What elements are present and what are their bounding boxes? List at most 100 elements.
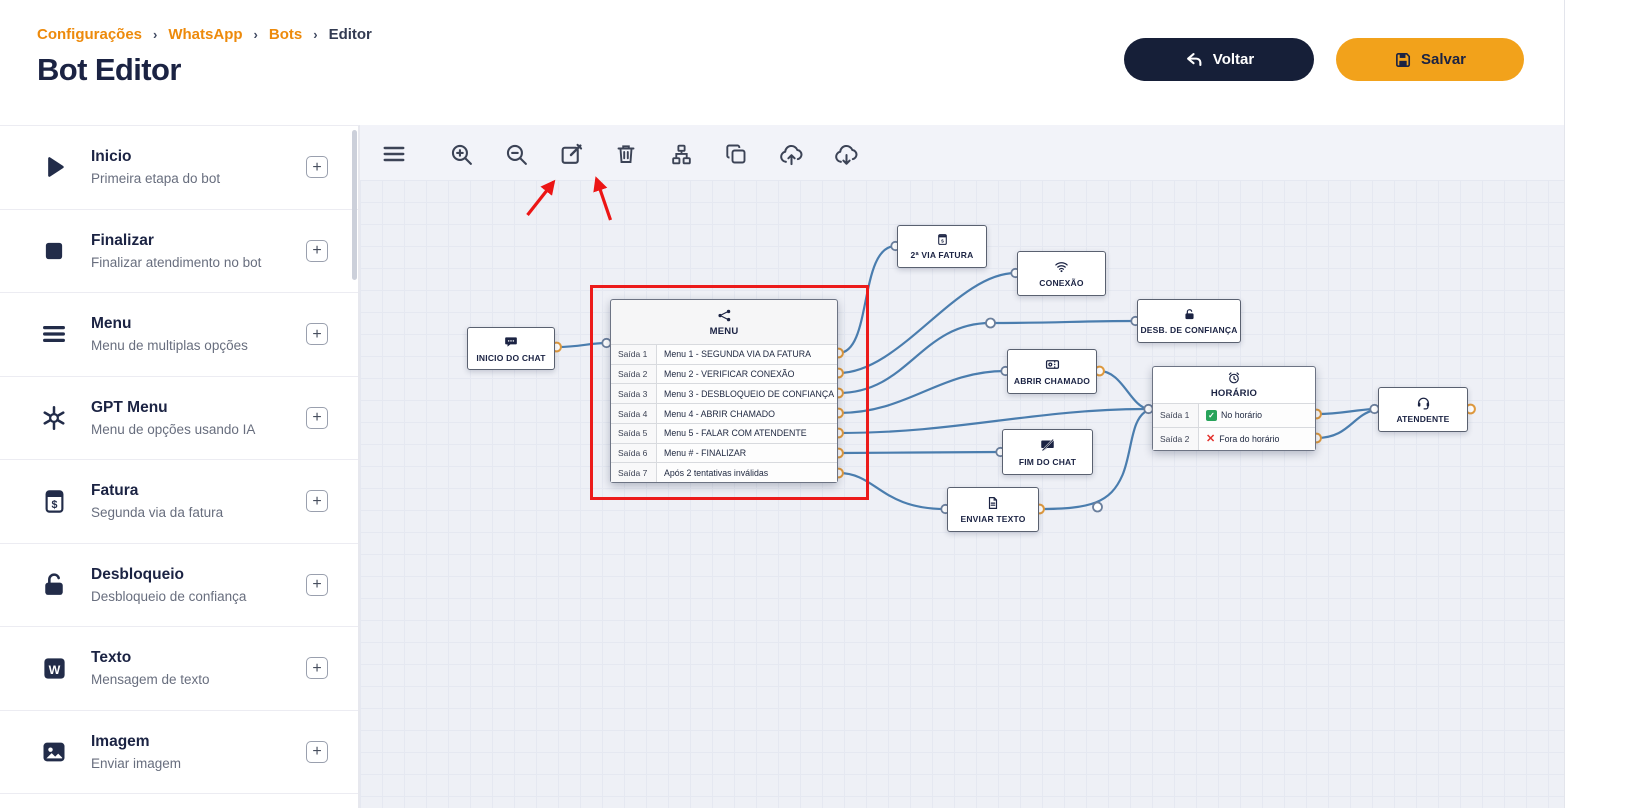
add-node-button[interactable]: + [306, 740, 328, 763]
sidebar-item-gpt-menu[interactable]: GPT Menu Menu de opções usando IA + [0, 377, 358, 460]
add-node-button[interactable]: + [306, 239, 328, 262]
add-node-button[interactable]: + [306, 573, 328, 596]
ticket-icon [1045, 357, 1060, 372]
invoice-icon: $ [37, 488, 71, 515]
svg-text:$: $ [941, 239, 944, 245]
sidebar-item-texto[interactable]: W Texto Mensagem de texto + [0, 627, 358, 711]
breadcrumb-bots[interactable]: Bots [268, 26, 303, 43]
sidebar-item-imagem[interactable]: Imagem Enviar imagem + [0, 711, 358, 794]
cloud-download-icon[interactable] [831, 139, 861, 169]
horario-row[interactable]: Saída 2 ✕ Fora do horário [1153, 426, 1315, 450]
node-inicio-do-chat[interactable]: INICIO DO CHAT [467, 327, 555, 370]
row-port-label: Saída 6 [611, 443, 657, 463]
add-node-button[interactable]: + [306, 323, 328, 346]
add-node-button[interactable]: + [306, 406, 328, 429]
add-node-button[interactable]: + [306, 490, 328, 513]
edit-icon[interactable] [556, 139, 586, 169]
gpt-icon [37, 403, 71, 433]
sidebar-item-subtitle: Segunda via da fatura [91, 505, 224, 521]
node-horario[interactable]: HORÁRIO Saída 1 ✓ No horário Saída 2 ✕ F… [1152, 366, 1316, 451]
horario-node-header: HORÁRIO [1153, 367, 1315, 403]
horario-row[interactable]: Saída 1 ✓ No horário [1153, 403, 1315, 427]
text-icon: W [37, 655, 71, 682]
menu-icon[interactable] [379, 139, 409, 169]
node-atendente[interactable]: ATENDENTE [1378, 387, 1468, 432]
save-button[interactable]: Salvar [1336, 38, 1524, 81]
row-port-label: Saída 3 [611, 384, 657, 404]
add-node-button[interactable]: + [306, 156, 328, 179]
sidebar-item-title: Finalizar [91, 231, 154, 249]
node-label: CONEXÃO [1039, 278, 1084, 288]
hierarchy-icon[interactable] [666, 139, 696, 169]
chevron-right-icon: › [313, 27, 318, 42]
breadcrumb-editor: Editor [328, 26, 372, 43]
sidebar-item-menu[interactable]: Menu Menu de multiplas opções + [0, 293, 358, 377]
unlock-icon [37, 571, 71, 599]
breadcrumb-configuracoes[interactable]: Configurações [37, 26, 143, 43]
row-port-label: Saída 4 [611, 404, 657, 423]
add-node-button[interactable]: + [306, 657, 328, 680]
node-label: DESB. DE CONFIANÇA [1140, 324, 1238, 335]
sidebar-item-subtitle: Desbloqueio de confiança [91, 588, 247, 604]
flow-canvas[interactable]: INICIO DO CHAT MENU Saída 1 Menu 1 - SEG… [360, 125, 1564, 808]
node-menu[interactable]: MENU Saída 1 Menu 1 - SEGUNDA VIA DA FAT… [610, 299, 838, 483]
sidebar-item-title: Texto [91, 649, 132, 667]
header: Configurações › WhatsApp › Bots › Editor… [0, 0, 1564, 125]
sidebar-item-subtitle: Enviar imagem [91, 755, 182, 771]
node-label: ABRIR CHAMADO [1013, 376, 1091, 386]
sidebar-item-title: Menu [91, 315, 132, 333]
row-port-label: Saída 5 [611, 423, 657, 443]
invoice-icon: $ [936, 233, 949, 246]
node-2-via-fatura[interactable]: $ 2ª VIA FATURA [897, 225, 987, 268]
menu-row[interactable]: Saída 3 Menu 3 - DESBLOQUEIO DE CONFIANÇ… [611, 383, 837, 404]
check-icon: ✓ [1206, 409, 1217, 421]
wifi-icon [1054, 259, 1069, 274]
node-label: INICIO DO CHAT [476, 352, 546, 363]
sidebar-item-desbloqueio[interactable]: Desbloqueio Desbloqueio de confiança + [0, 544, 358, 627]
play-icon [37, 153, 71, 181]
menu-row[interactable]: Saída 4 Menu 4 - ABRIR CHAMADO [611, 403, 837, 423]
zoom-in-icon[interactable] [446, 139, 476, 169]
delete-icon[interactable] [611, 139, 641, 169]
node-label: FIM DO CHAT [1018, 456, 1077, 467]
cloud-upload-icon[interactable] [776, 139, 806, 169]
stop-icon [37, 238, 71, 264]
headset-icon [1416, 395, 1431, 410]
sidebar-item-inicio[interactable]: Inicio Primeira etapa do bot + [0, 126, 358, 210]
node-fim-do-chat[interactable]: FIM DO CHAT [1002, 429, 1093, 475]
node-palette-sidebar: Inicio Primeira etapa do bot + Finalizar… [0, 125, 360, 808]
sidebar-item-title: GPT Menu [91, 398, 168, 416]
copy-icon[interactable] [721, 139, 751, 169]
node-abrir-chamado[interactable]: ABRIR CHAMADO [1007, 349, 1097, 394]
node-enviar-texto[interactable]: ENVIAR TEXTO [947, 487, 1039, 532]
row-text: Após 2 tentativas inválidas [664, 467, 769, 478]
canvas-toolbar [379, 138, 861, 170]
row-port-label: Saída 2 [1153, 427, 1199, 450]
menu-row[interactable]: Saída 6 Menu # - FINALIZAR [611, 442, 837, 463]
menu-row[interactable]: Saída 5 Menu 5 - FALAR COM ATENDENTE [611, 422, 837, 443]
sidebar-item-fatura[interactable]: $ Fatura Segunda via da fatura + [0, 460, 358, 544]
sidebar-scrollbar[interactable] [352, 130, 357, 280]
bot-editor-app: Configurações › WhatsApp › Bots › Editor… [0, 0, 1565, 808]
node-conexao[interactable]: CONEXÃO [1017, 251, 1106, 296]
flow-connections [526, 176, 1476, 515]
sidebar-item-subtitle: Mensagem de texto [91, 672, 210, 688]
breadcrumb-whatsapp[interactable]: WhatsApp [168, 26, 243, 43]
node-title: HORÁRIO [1210, 388, 1258, 399]
menu-row[interactable]: Saída 7 Após 2 tentativas inválidas [611, 462, 837, 483]
row-port-label: Saída 1 [1153, 404, 1199, 427]
menu-row[interactable]: Saída 1 Menu 1 - SEGUNDA VIA DA FATURA [611, 344, 837, 364]
zoom-out-icon[interactable] [501, 139, 531, 169]
node-label: ATENDENTE [1396, 414, 1450, 424]
sidebar-item-title: Inicio [91, 148, 132, 166]
sidebar-item-subtitle: Primeira etapa do bot [91, 171, 221, 187]
svg-text:W: W [48, 663, 60, 677]
sidebar-item-finalizar[interactable]: Finalizar Finalizar atendimento no bot + [0, 210, 358, 293]
row-text: Menu 5 - FALAR COM ATENDENTE [664, 428, 807, 439]
node-label: 2ª VIA FATURA [910, 250, 974, 260]
back-button[interactable]: Voltar [1124, 38, 1314, 81]
menu-row[interactable]: Saída 2 Menu 2 - VERIFICAR CONEXÃO [611, 363, 837, 384]
node-title: MENU [709, 325, 739, 337]
node-desb-de-confianca[interactable]: DESB. DE CONFIANÇA [1137, 299, 1241, 343]
sidebar-item-subtitle: Menu de opções usando IA [91, 421, 256, 437]
